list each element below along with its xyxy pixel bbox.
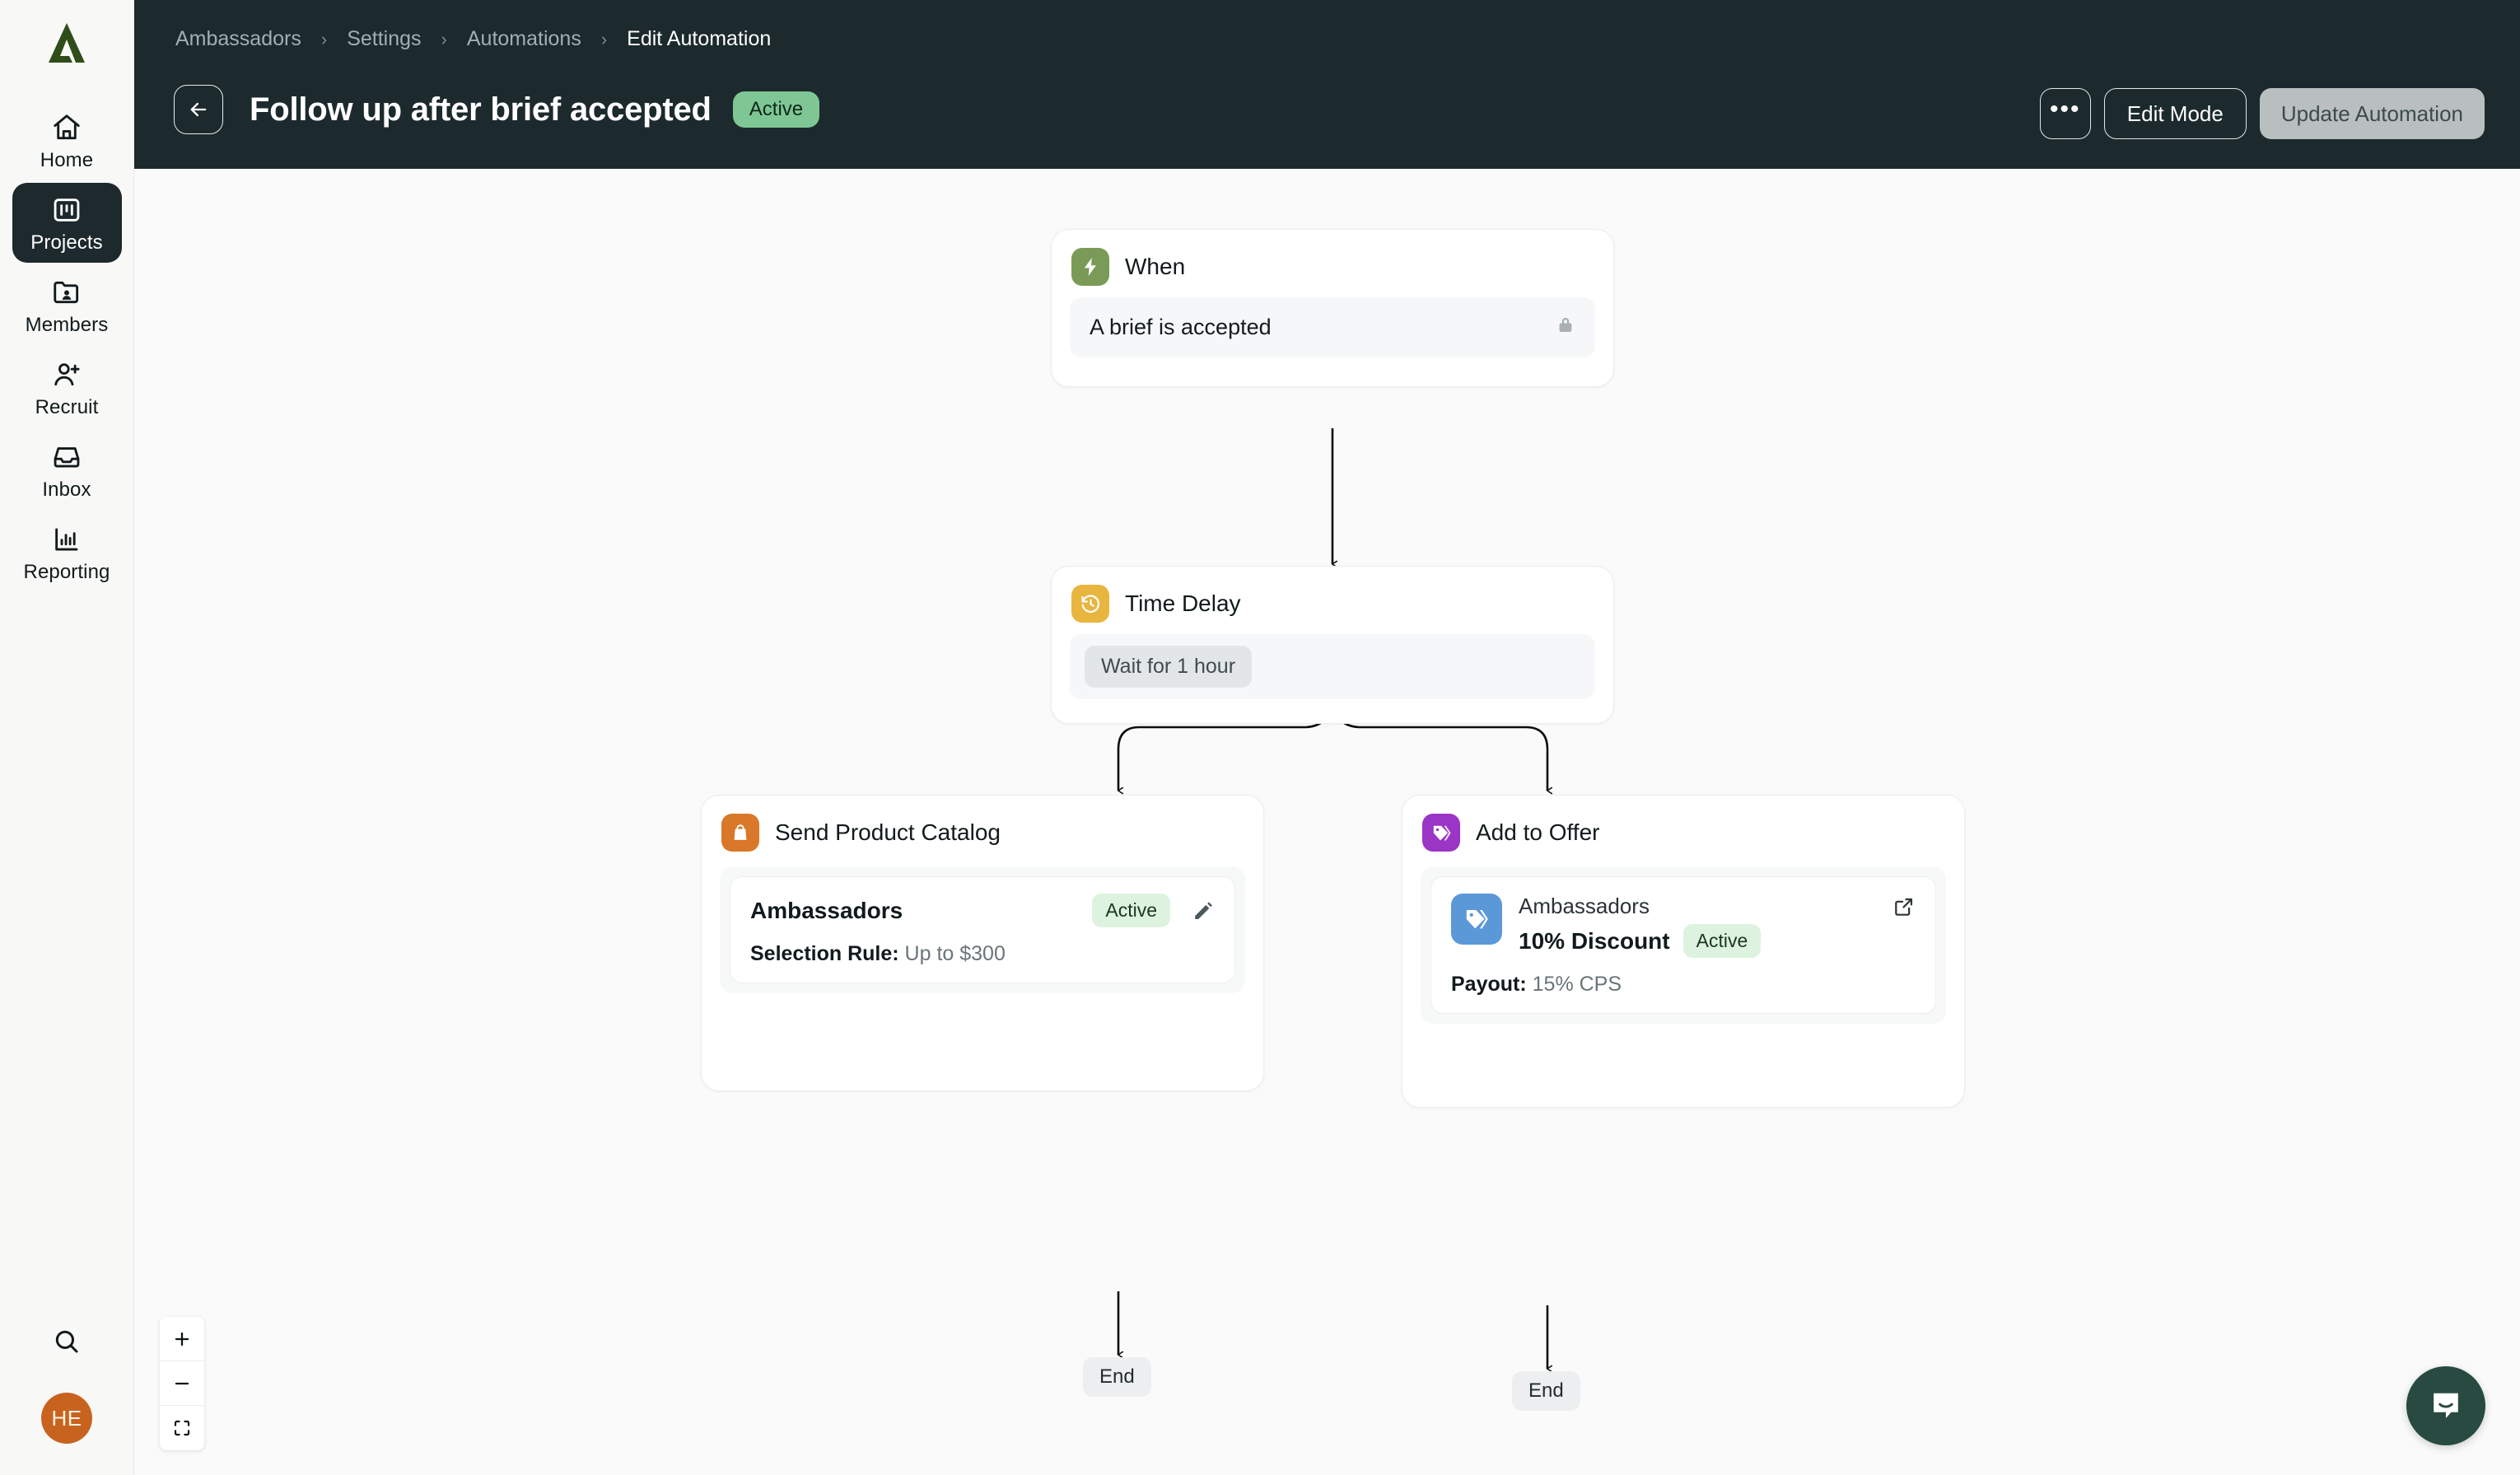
node-header: When bbox=[1052, 230, 1613, 294]
tags-icon bbox=[1451, 894, 1502, 945]
members-icon bbox=[51, 274, 82, 310]
trigger-condition-row[interactable]: A brief is accepted bbox=[1070, 297, 1595, 357]
delay-chip: Wait for 1 hour bbox=[1085, 646, 1253, 688]
zoom-controls bbox=[160, 1317, 204, 1450]
sidebar-item-home[interactable]: Home bbox=[12, 100, 122, 180]
sidebar-item-reporting[interactable]: Reporting bbox=[12, 512, 122, 592]
back-button[interactable] bbox=[174, 85, 223, 134]
sidebar-item-inbox[interactable]: Inbox bbox=[12, 430, 122, 510]
catalog-item-card[interactable]: Ambassadors Active Selection Rule: Up to… bbox=[730, 876, 1235, 983]
offer-item-row: Ambassadors 10% Discount Active bbox=[1451, 894, 1916, 958]
breadcrumb-item-edit-automation: Edit Automation bbox=[627, 27, 772, 50]
node-when[interactable]: When A brief is accepted bbox=[1051, 229, 1614, 387]
avatar[interactable]: HE bbox=[41, 1393, 92, 1444]
sidebar-footer: HE bbox=[39, 1314, 95, 1475]
search-icon[interactable] bbox=[39, 1314, 95, 1370]
node-title: Time Delay bbox=[1125, 590, 1241, 616]
reporting-icon bbox=[51, 521, 82, 558]
offer-meta-value: 15% CPS bbox=[1532, 973, 1622, 996]
fit-view-button[interactable] bbox=[160, 1406, 204, 1450]
offer-panel: Ambassadors 10% Discount Active bbox=[1421, 866, 1946, 1024]
catalog-item-name: Ambassadors bbox=[750, 897, 903, 923]
sidebar-item-recruit[interactable]: Recruit bbox=[12, 348, 122, 427]
tag-icon bbox=[1422, 814, 1460, 852]
intercom-chat-icon bbox=[2434, 1393, 2458, 1418]
catalog-meta: Selection Rule: Up to $300 bbox=[750, 942, 1215, 966]
update-automation-button[interactable]: Update Automation bbox=[2259, 88, 2485, 139]
node-title: Send Product Catalog bbox=[775, 819, 1001, 845]
zoom-out-button[interactable] bbox=[160, 1361, 204, 1406]
node-title: Add to Offer bbox=[1476, 819, 1600, 845]
sidebar-item-label: Inbox bbox=[42, 478, 91, 501]
node-header: Add to Offer bbox=[1402, 796, 1964, 860]
end-node-right[interactable]: End bbox=[1512, 1371, 1580, 1411]
trigger-condition-text: A brief is accepted bbox=[1090, 315, 1272, 339]
shopping-bag-icon bbox=[721, 814, 759, 852]
automation-canvas[interactable]: When A brief is accepted bbox=[134, 169, 2520, 1475]
catalog-item-status: Active bbox=[1092, 894, 1170, 927]
offer-name: 10% Discount bbox=[1519, 927, 1670, 954]
home-icon bbox=[51, 110, 82, 146]
end-node-left[interactable]: End bbox=[1083, 1357, 1151, 1397]
zoom-in-button[interactable] bbox=[160, 1317, 204, 1361]
catalog-meta-label: Selection Rule: bbox=[750, 942, 899, 965]
offer-name-row: 10% Discount Active bbox=[1519, 924, 1762, 958]
breadcrumb-item-automations[interactable]: Automations bbox=[466, 27, 581, 50]
pencil-icon[interactable] bbox=[1192, 899, 1215, 922]
more-options-button[interactable]: ••• bbox=[2039, 88, 2091, 139]
sidebar-item-projects[interactable]: Projects bbox=[12, 183, 122, 263]
sidebar-item-members[interactable]: Members bbox=[12, 265, 122, 345]
page-header: Ambassadors › Settings › Automations › E… bbox=[134, 0, 2520, 169]
breadcrumb-separator-icon: › bbox=[320, 28, 328, 49]
sidebar-item-label: Reporting bbox=[23, 560, 110, 583]
breadcrumb-separator-icon: › bbox=[600, 28, 608, 49]
sidebar-item-label: Members bbox=[25, 313, 109, 336]
catalog-panel: Ambassadors Active Selection Rule: Up to… bbox=[720, 866, 1245, 993]
page-title: Follow up after brief accepted bbox=[250, 91, 712, 128]
external-link-icon[interactable] bbox=[1892, 895, 1916, 918]
node-time-delay[interactable]: Time Delay Wait for 1 hour bbox=[1051, 566, 1614, 724]
fit-screen-icon bbox=[174, 1420, 190, 1436]
breadcrumb: Ambassadors › Settings › Automations › E… bbox=[174, 27, 772, 51]
offer-meta-label: Payout: bbox=[1451, 973, 1527, 996]
arrow-left-icon bbox=[190, 102, 207, 117]
header-actions: ••• Edit Mode Update Automation bbox=[2039, 88, 2485, 139]
projects-icon bbox=[51, 192, 82, 228]
title-row: Follow up after brief accepted Active bbox=[174, 85, 820, 134]
offer-status: Active bbox=[1682, 924, 1762, 958]
plus-icon bbox=[175, 1332, 189, 1346]
recruit-icon bbox=[51, 357, 82, 393]
anvil-a-logo bbox=[49, 23, 85, 63]
inbox-icon bbox=[51, 439, 82, 475]
breadcrumb-item-ambassadors[interactable]: Ambassadors bbox=[175, 27, 301, 50]
node-title: When bbox=[1125, 254, 1186, 279]
offer-group-name: Ambassadors bbox=[1519, 894, 1650, 918]
minus-icon bbox=[175, 1382, 189, 1384]
edit-mode-button[interactable]: Edit Mode bbox=[2103, 88, 2247, 139]
node-header: Send Product Catalog bbox=[702, 796, 1263, 860]
status-badge: Active bbox=[732, 91, 820, 128]
offer-meta: Payout: 15% CPS bbox=[1451, 973, 1916, 997]
delay-row[interactable]: Wait for 1 hour bbox=[1070, 634, 1595, 699]
node-header: Time Delay bbox=[1052, 567, 1613, 631]
avatar-initials: HE bbox=[51, 1405, 82, 1431]
sidebar: Home Projects Members bbox=[0, 0, 134, 1475]
sidebar-item-label: Recruit bbox=[35, 395, 99, 418]
offer-text-block: Ambassadors 10% Discount Active bbox=[1519, 894, 1762, 958]
breadcrumb-separator-icon: › bbox=[441, 28, 447, 49]
clock-rewind-icon bbox=[1071, 585, 1109, 623]
breadcrumb-item-settings[interactable]: Settings bbox=[347, 27, 422, 50]
catalog-item-row: Ambassadors Active bbox=[750, 894, 1215, 927]
support-chat-button[interactable] bbox=[2406, 1366, 2485, 1445]
node-send-product-catalog[interactable]: Send Product Catalog Ambassadors Active bbox=[701, 795, 1264, 1091]
node-add-to-offer[interactable]: Add to Offer Ambassadors bbox=[1402, 795, 1965, 1108]
sidebar-item-label: Home bbox=[40, 148, 94, 171]
catalog-meta-value: Up to $300 bbox=[904, 942, 1006, 965]
offer-item-card[interactable]: Ambassadors 10% Discount Active bbox=[1430, 876, 1936, 1014]
lock-icon bbox=[1556, 314, 1575, 341]
app-logo[interactable] bbox=[41, 18, 92, 69]
lightning-bolt-icon bbox=[1071, 248, 1109, 286]
sidebar-item-label: Projects bbox=[30, 231, 103, 254]
